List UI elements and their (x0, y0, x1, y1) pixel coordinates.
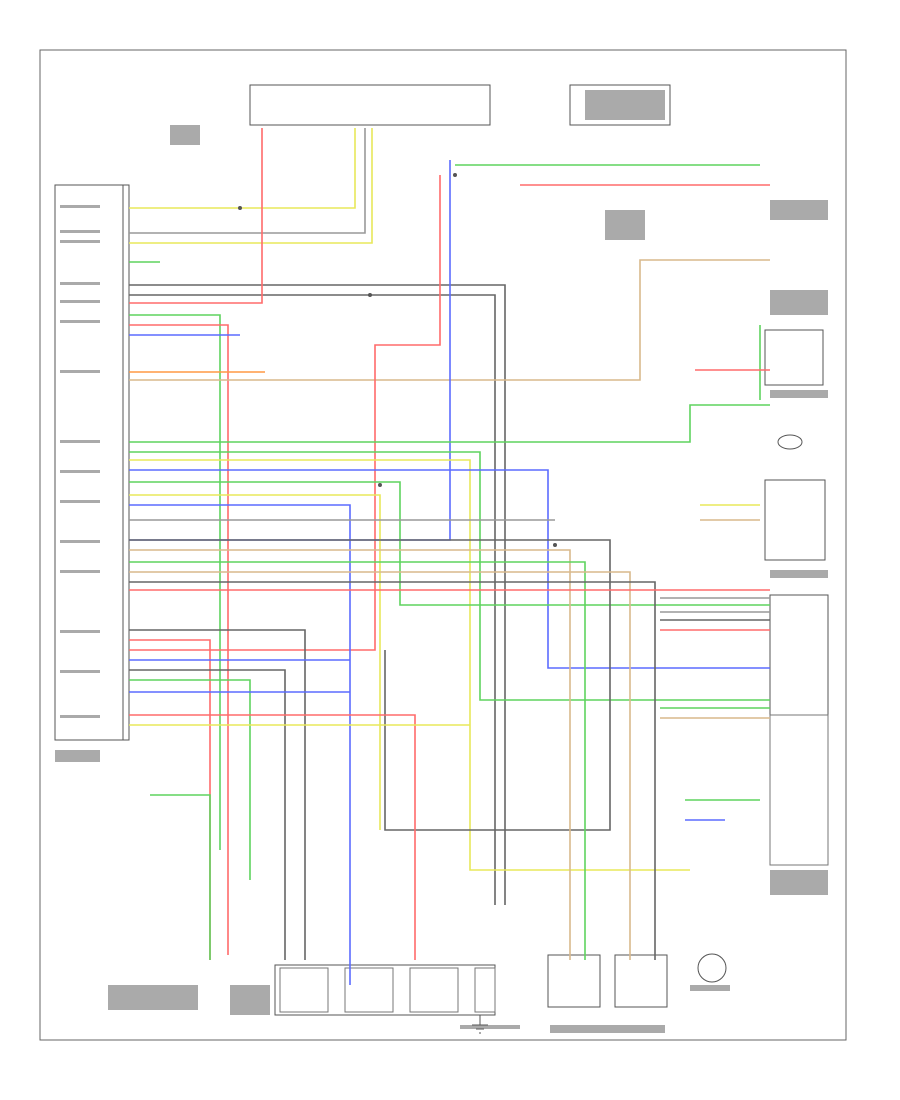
gauge-icon (777, 434, 803, 450)
wire-red-7 (129, 714, 416, 960)
overdrive-switch-area (769, 714, 829, 866)
wire-darkgray-5 (129, 629, 306, 960)
vehicle-speed-sensor (697, 953, 727, 983)
wire-red-2 (129, 324, 229, 955)
label-marks (55, 90, 828, 1033)
diagram-border (39, 49, 847, 1041)
wire-green-9 (150, 794, 211, 960)
brake-switch (764, 329, 824, 386)
underhood-fuse-box (249, 84, 491, 126)
wire-darkgray-6 (129, 669, 286, 960)
wires (129, 128, 770, 985)
wire-darkgray-4 (129, 581, 656, 960)
pressure-switch (474, 967, 496, 1013)
wire-green-5 (129, 451, 770, 701)
wire-yellow-1 (129, 128, 356, 209)
wire-yellow-4 (129, 494, 381, 830)
wire-blue-2 (129, 160, 451, 541)
wire-yellow-2 (129, 128, 373, 244)
shift-solenoid-a (279, 967, 329, 1013)
wire-blue-4 (129, 504, 351, 985)
shift-solenoid-b (344, 967, 394, 1013)
ground-icon (472, 1015, 488, 1034)
lockup-control-solenoids (547, 954, 668, 1008)
wire-red-1 (129, 128, 263, 304)
wire-darkgray-2 (129, 294, 496, 905)
solenoid-group (274, 964, 496, 1016)
wire-green-4 (129, 404, 770, 443)
wire-green-7 (129, 561, 586, 960)
wire-tan-2 (129, 549, 571, 960)
lockup-solenoid (409, 967, 459, 1013)
wire-blue-3 (129, 469, 770, 669)
wire-tan-3 (129, 571, 631, 960)
wire-red-3 (129, 175, 441, 651)
wire-yellow-3 (129, 459, 690, 871)
wire-green-8 (129, 679, 251, 880)
instrument-cluster (764, 479, 826, 561)
wire-darkgray-3 (129, 539, 611, 831)
pcm-connector (54, 184, 130, 741)
wire-darkgray-1 (129, 284, 506, 905)
wire-green-2 (129, 314, 221, 850)
wire-tan-1 (129, 259, 770, 381)
wire-red-6 (129, 639, 211, 960)
connector-markers (238, 173, 557, 547)
wire-gray-1 (129, 128, 366, 234)
